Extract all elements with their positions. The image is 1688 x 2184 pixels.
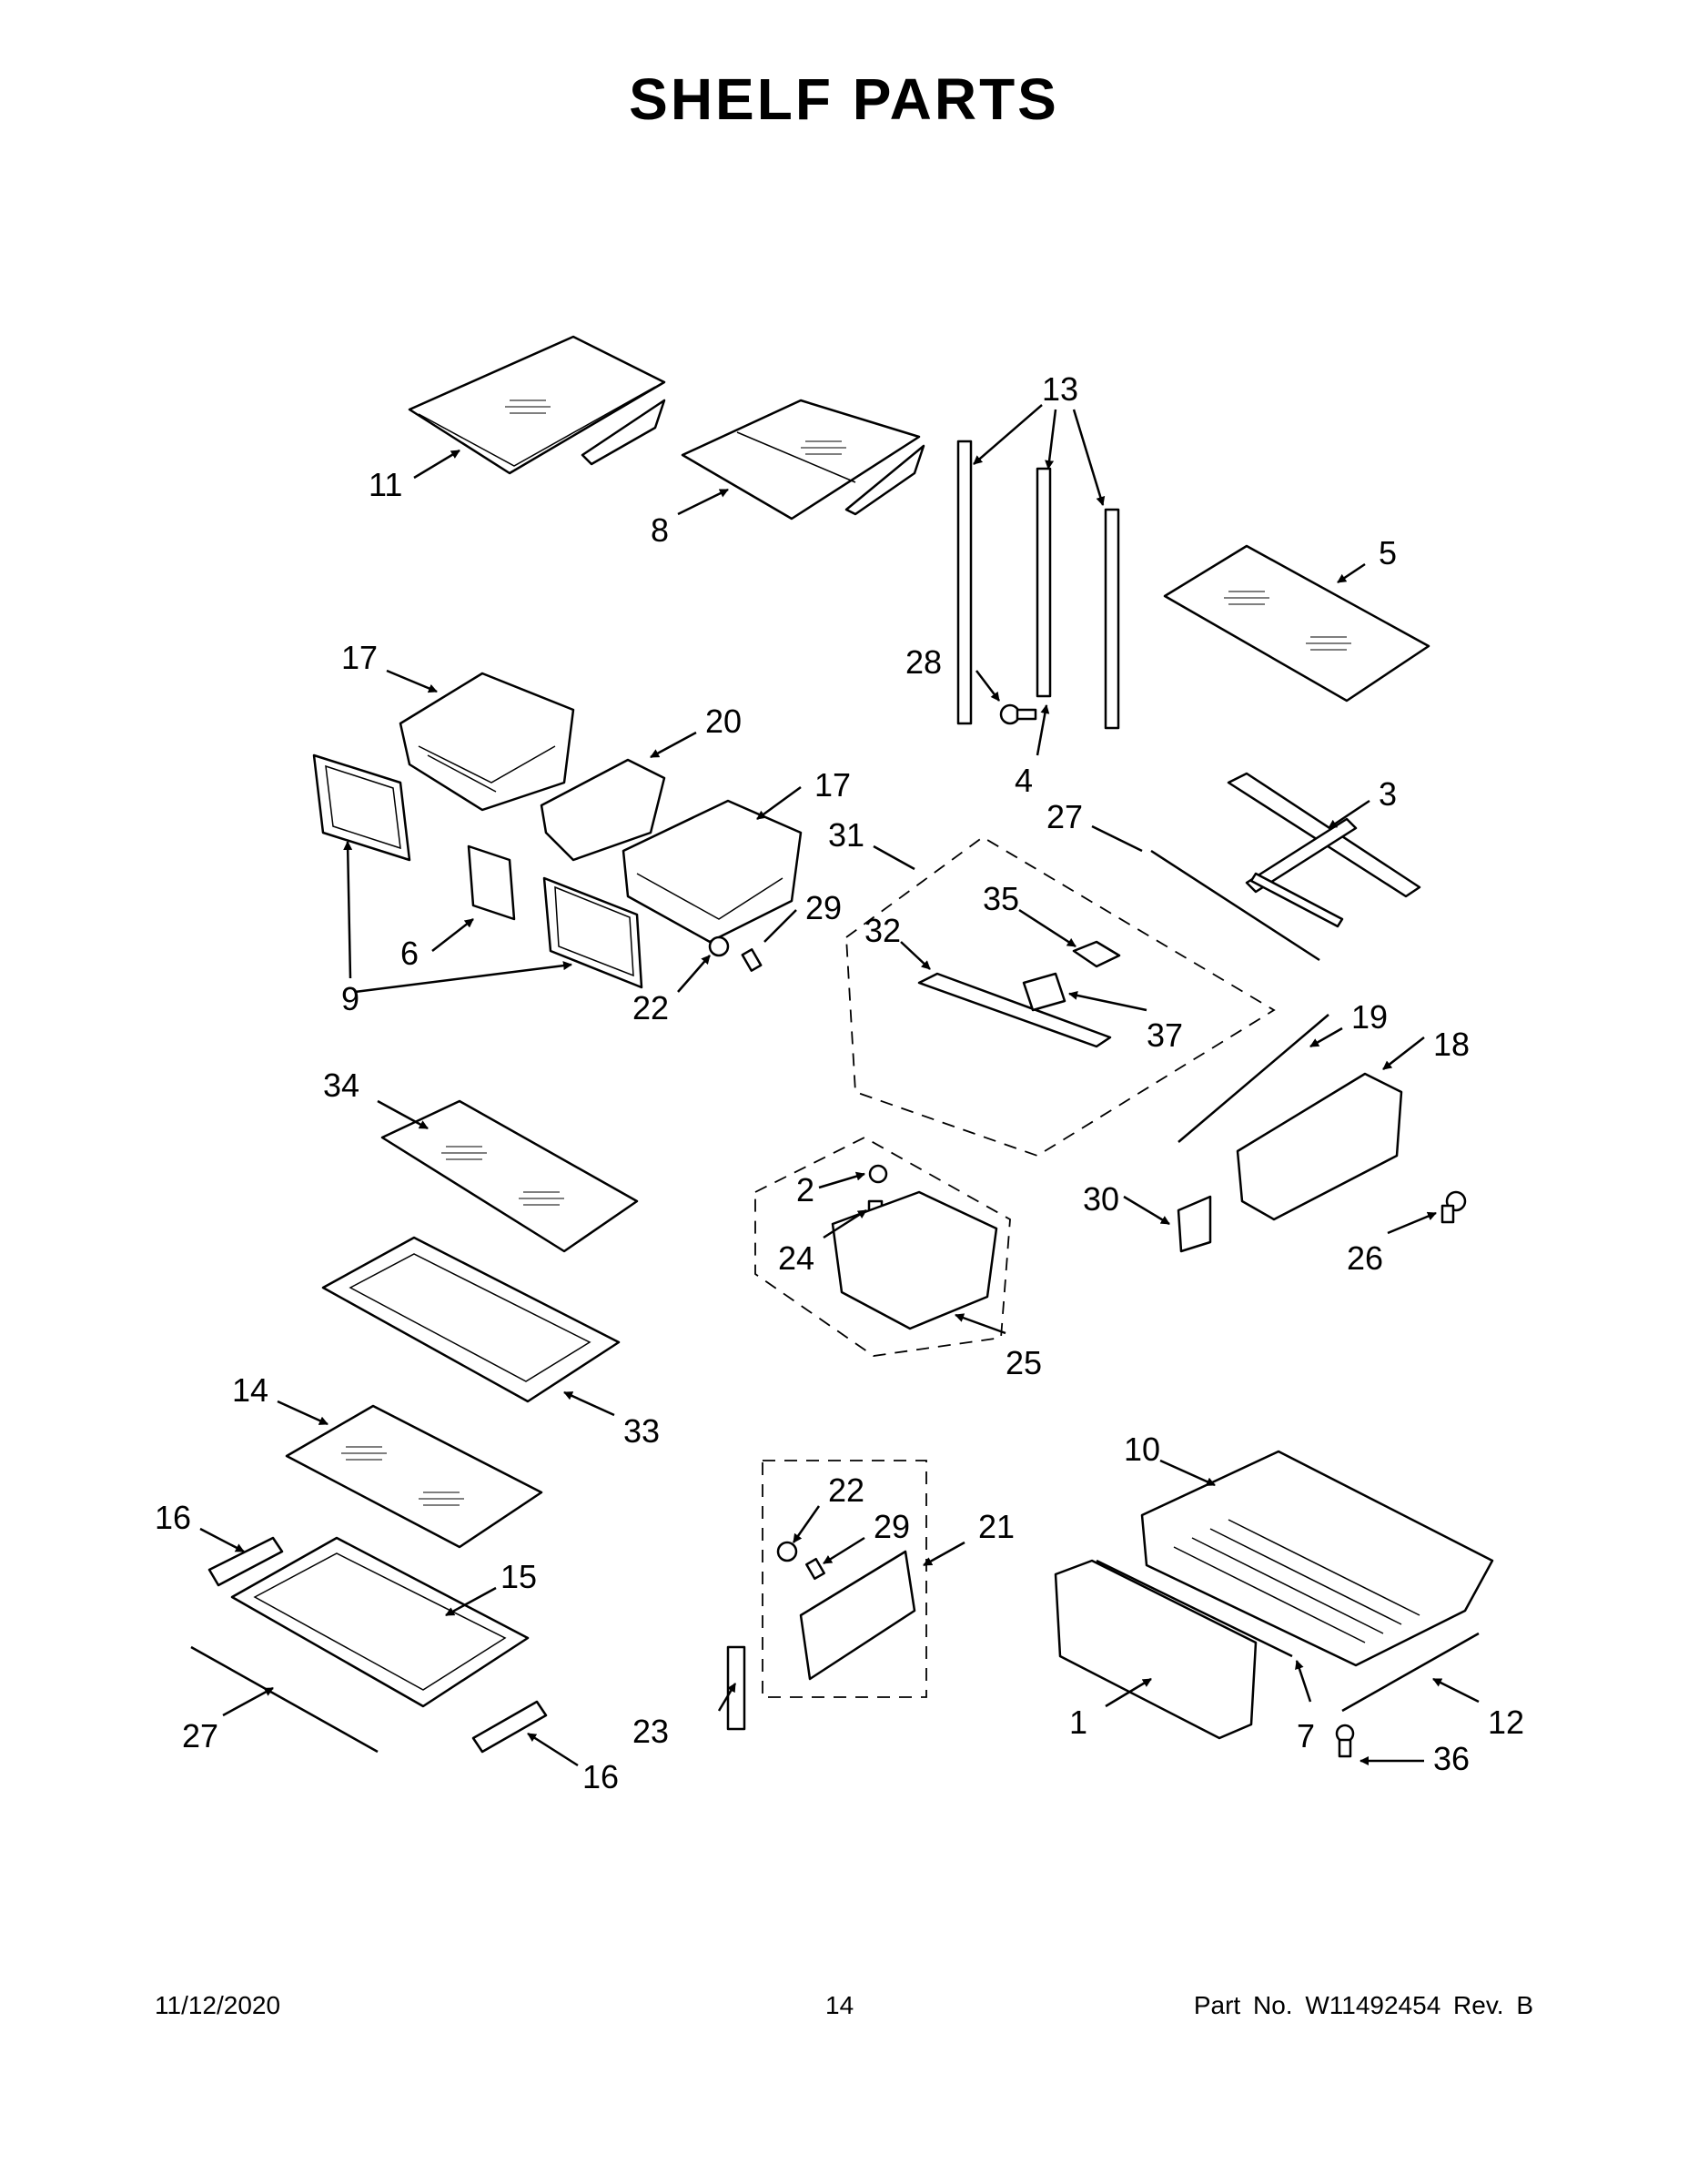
callout-11: 11 [369,466,402,503]
part-3-rail [1227,772,1421,928]
part-36-screw [1335,1724,1355,1758]
part-29-screw-lower [805,1557,825,1581]
callout-2: 2 [796,1171,814,1208]
part-13-ladders [956,440,1120,730]
callout-20: 20 [705,703,742,740]
callout-10: 10 [1124,1431,1160,1468]
assembly-21-outline [762,1460,927,1698]
part-11-shelf [408,335,666,475]
leader-lines [199,404,1480,1767]
callout-13: 13 [1042,370,1078,408]
callout-26: 26 [1347,1239,1383,1277]
assembly-25-outline [754,1136,1011,1357]
part-33-frame [321,1236,621,1403]
callout-32: 32 [864,912,901,949]
callout-4: 4 [1015,762,1033,799]
callout-29b: 29 [874,1508,910,1545]
callout-25: 25 [1006,1344,1042,1381]
part-2-cap [868,1164,888,1184]
footer-part-number: Part No. W11492454 Rev. B [1193,1991,1533,2019]
assembly-31-outline [845,835,1276,1157]
part-17-bin-door [542,876,643,989]
callout-35: 35 [983,880,1019,917]
callout-16a: 16 [155,1499,191,1536]
callout-37: 37 [1147,1016,1183,1054]
page-title: SHELF PARTS [629,66,1059,132]
part-19-slide [1178,1014,1329,1143]
callout-22b: 22 [828,1471,864,1509]
part-16-bracket-upper [207,1536,284,1587]
callout-29a: 29 [805,889,842,926]
part-10-drawer [1140,1450,1494,1667]
callout-7: 7 [1297,1717,1315,1754]
footer-page-number: 14 [825,1991,854,2019]
part-1-drawer-front [1054,1559,1258,1740]
callout-6: 6 [400,935,419,972]
callout-16b: 16 [582,1758,619,1795]
part-12-slide [1341,1632,1480,1713]
callout-17a: 17 [341,639,378,676]
part-6-bin-door [467,844,516,921]
callout-14: 14 [232,1371,268,1409]
callout-28: 28 [905,643,942,681]
part-26-screw [1440,1190,1467,1224]
callout-8: 8 [651,511,669,549]
part-17-bin-lower [622,799,803,944]
callout-30: 30 [1083,1180,1119,1218]
part-9-bin-door [312,753,411,862]
footer-date: 11/12/2020 [155,1991,281,2019]
part-28-screw [999,703,1037,725]
callout-5: 5 [1379,534,1397,571]
part-20-bin [540,758,666,862]
part-14-glass [285,1404,543,1549]
callout-3: 3 [1379,775,1397,813]
callout-1: 1 [1069,1704,1087,1741]
part-27-strip [1150,849,1320,962]
part-32-cover [917,972,1112,1048]
callout-27b: 27 [182,1717,218,1754]
callout-9: 9 [341,980,359,1017]
callout-31: 31 [828,816,864,854]
callout-34: 34 [323,1067,359,1104]
callout-22a: 22 [632,989,669,1026]
part-7-trim [1096,1559,1293,1658]
callout-36: 36 [1433,1740,1470,1777]
part-34-glass [380,1099,639,1253]
callout-21: 21 [978,1508,1015,1545]
part-8-shelf [681,399,925,521]
part-23-trim [726,1645,746,1731]
part-15-frame [230,1536,530,1708]
callout-18: 18 [1433,1026,1470,1063]
part-29-screw [741,948,763,972]
callout-27a: 27 [1046,798,1083,835]
callout-15: 15 [500,1558,537,1595]
part-22-cap [708,935,730,957]
part-21-bracket [799,1550,916,1681]
part-16-bracket-lower [471,1700,548,1754]
part-22-cap-lower [776,1541,798,1562]
part-35-button [1072,940,1121,968]
callout-33: 33 [623,1412,660,1450]
part-18-housing [1236,1072,1403,1221]
part-5-glass [1163,544,1430,703]
callout-23: 23 [632,1713,669,1750]
part-25-bracket [831,1190,998,1330]
callout-labels: 1 2 3 4 5 6 7 8 9 10 11 12 13 14 15 16 1… [155,370,1524,1795]
callout-24: 24 [778,1239,814,1277]
part-30-trim [1177,1195,1212,1253]
part-27-strip-lower [190,1645,379,1754]
callout-12: 12 [1488,1704,1524,1741]
part-17-bin-upper [399,672,575,812]
part-37-module [1022,972,1066,1012]
callout-17b: 17 [814,766,851,804]
callout-19: 19 [1351,998,1388,1036]
